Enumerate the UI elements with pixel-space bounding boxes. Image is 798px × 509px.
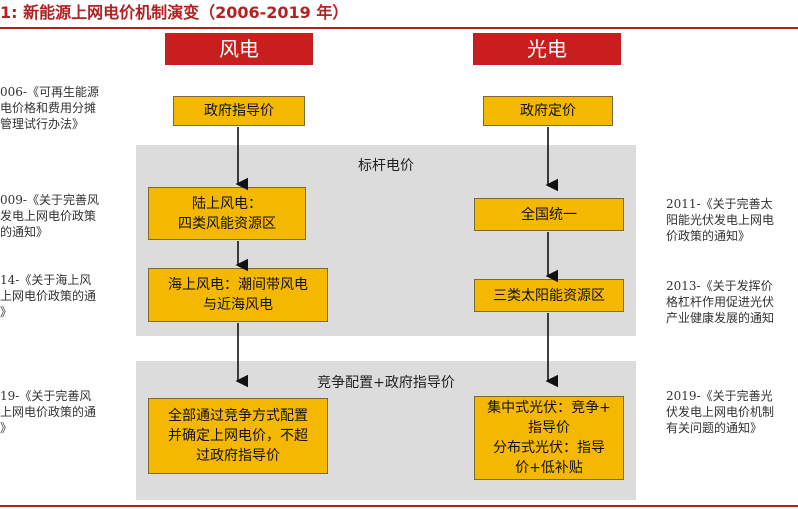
onshore-wind-box: 陆上风电： 四类风能资源区 [148, 187, 306, 240]
right-note-2013: 2013-《关于发挥价 格杠杆作用促进光伏 产业健康发展的通知 [666, 279, 775, 325]
figure-title: 1: 新能源上网电价机制演变（2006-2019 年） [0, 3, 349, 22]
three-solar-zones-box: 三类太阳能资源区 [474, 279, 624, 312]
title-rule [0, 27, 798, 29]
left-note-2019: 19-《关于完善风 上网电价政策的通 》 [0, 389, 97, 435]
benchmark-price-label: 标杆电价 [358, 158, 414, 174]
right-note-2019: 2019-《关于完善光 伏发电上网电价机制 有关问题的通知》 [666, 389, 775, 435]
offshore-wind-box: 海上风电：潮间带风电 与近海风电 [148, 268, 328, 322]
wind-competition-box: 全部通过竞争方式配置 并确定上网电价，不超 过政府指导价 [148, 398, 328, 474]
right-note-2011: 2011-《关于完善太 阳能光伏发电上网电 价政策的通知》 [666, 197, 775, 243]
national-unified-box: 全国统一 [474, 198, 624, 231]
wind-government-guide-price-box: 政府指导价 [173, 96, 305, 126]
solar-competition-box: 集中式光伏：竞争+ 指导价 分布式光伏：指导 价+低补贴 [474, 396, 624, 480]
solar-header: 光电 [473, 33, 621, 65]
competition-panel-label: 竞争配置+政府指导价 [317, 375, 455, 391]
left-note-2006: 006-《可再生能源 电价格和费用分摊 管理试行办法》 [0, 85, 99, 131]
bottom-rule [0, 505, 798, 507]
left-note-2009: 009-《关于完善风 发电上网电价政策 的通知》 [0, 193, 99, 239]
solar-government-price-box: 政府定价 [483, 96, 613, 126]
wind-header: 风电 [165, 33, 313, 65]
left-note-2014: 14-《关于海上风 上网电价政策的通 》 [0, 273, 97, 319]
